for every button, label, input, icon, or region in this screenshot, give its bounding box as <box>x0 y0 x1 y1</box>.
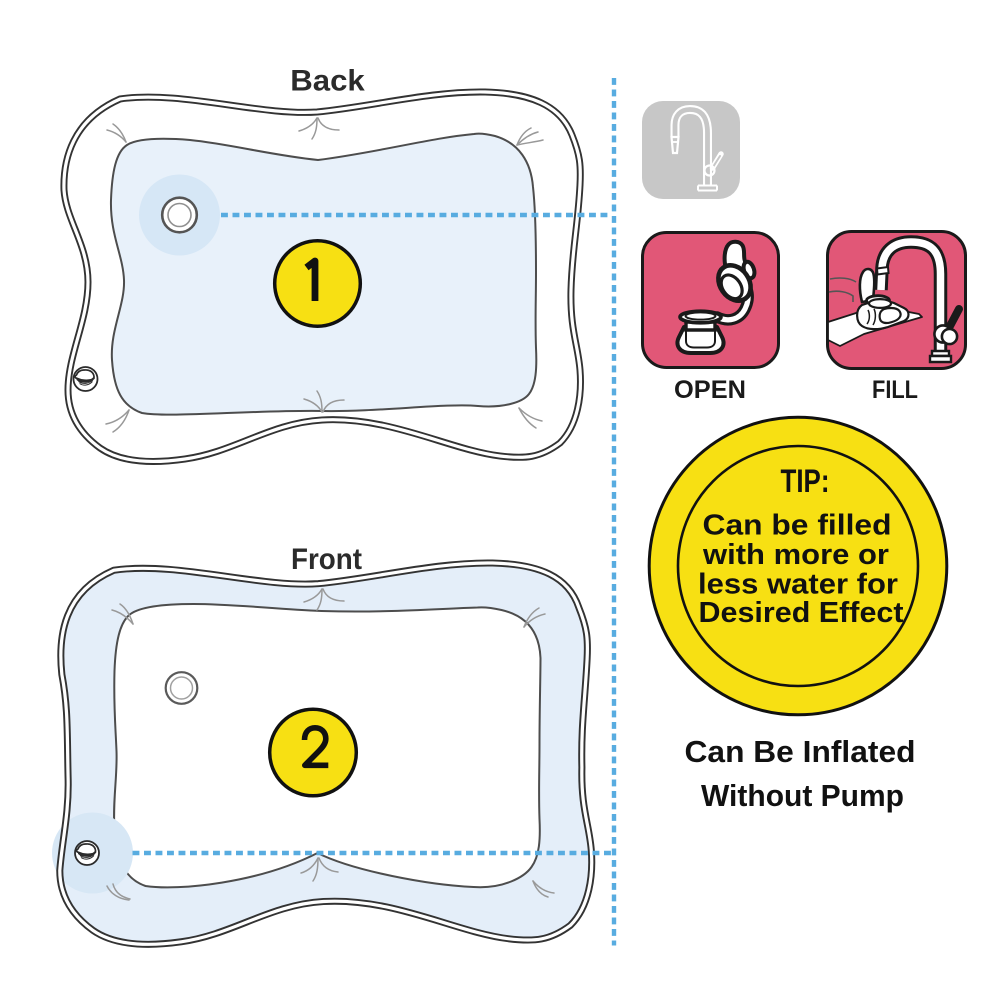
svg-text:Front: Front <box>291 543 362 576</box>
svg-text:with more or: with more or <box>702 539 889 571</box>
svg-text:Can Be Inflated: Can Be Inflated <box>685 734 916 769</box>
svg-text:Can be filled: Can be filled <box>703 510 892 542</box>
svg-text:FILL: FILL <box>872 376 918 404</box>
svg-text:Without Pump: Without Pump <box>701 778 904 813</box>
svg-text:Back: Back <box>290 65 365 98</box>
svg-text:TIP:: TIP: <box>781 463 830 499</box>
svg-text:OPEN: OPEN <box>674 376 746 404</box>
svg-text:Desired Effect: Desired Effect <box>699 597 904 629</box>
svg-text:less water for: less water for <box>698 569 898 601</box>
